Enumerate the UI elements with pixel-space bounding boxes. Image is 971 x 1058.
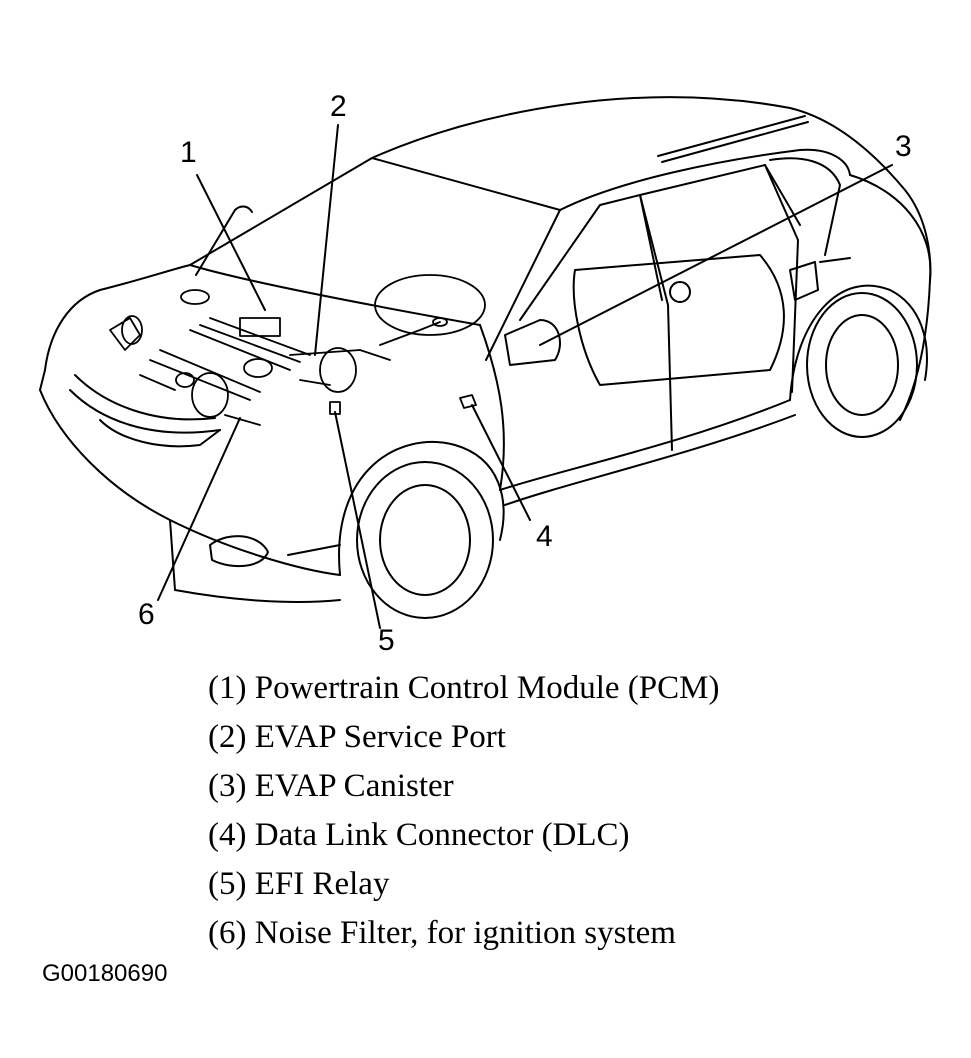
leader-line-6 [157,417,241,601]
leader-lines [157,124,893,629]
legend-item: (4) Data Link Connector (DLC) [208,811,719,860]
engine-bay-details [109,274,486,426]
legend-item: (3) EVAP Canister [208,762,719,811]
callout-4: 4 [536,520,553,553]
callout-5: 5 [378,624,395,657]
legend-item: (6) Noise Filter, for ignition system [208,909,719,958]
legend-number: (1) [208,670,247,706]
legend-number: (4) [208,817,247,853]
legend-number: (6) [208,915,247,951]
component-legend: (1) Powertrain Control Module (PCM) (2) … [208,664,719,958]
legend-number: (3) [208,768,247,804]
legend-text: Noise Filter, for ignition system [254,915,676,951]
callout-1: 1 [180,136,197,169]
legend-text: EVAP Canister [254,768,454,804]
legend-number: (2) [208,719,247,755]
leader-line-2 [314,124,339,356]
legend-text: Data Link Connector (DLC) [254,817,630,853]
legend-text: EVAP Service Port [254,719,506,755]
legend-item: (1) Powertrain Control Module (PCM) [208,664,719,713]
vehicle-component-location-drawing [39,96,932,629]
callout-2: 2 [330,90,347,123]
figure-id: G00180690 [42,960,168,987]
legend-text: EFI Relay [254,866,390,902]
leader-line-5 [334,411,381,629]
legend-item: (2) EVAP Service Port [208,713,719,762]
callout-6: 6 [138,598,155,631]
legend-number: (5) [208,866,247,902]
leader-line-4 [471,404,531,521]
leader-line-3 [539,164,893,346]
rear-interior-outline [572,254,851,386]
car-body-outline [39,96,932,619]
legend-item: (5) EFI Relay [208,860,719,909]
legend-text: Powertrain Control Module (PCM) [254,670,720,706]
callout-3: 3 [895,130,912,163]
leader-line-1 [196,174,266,311]
